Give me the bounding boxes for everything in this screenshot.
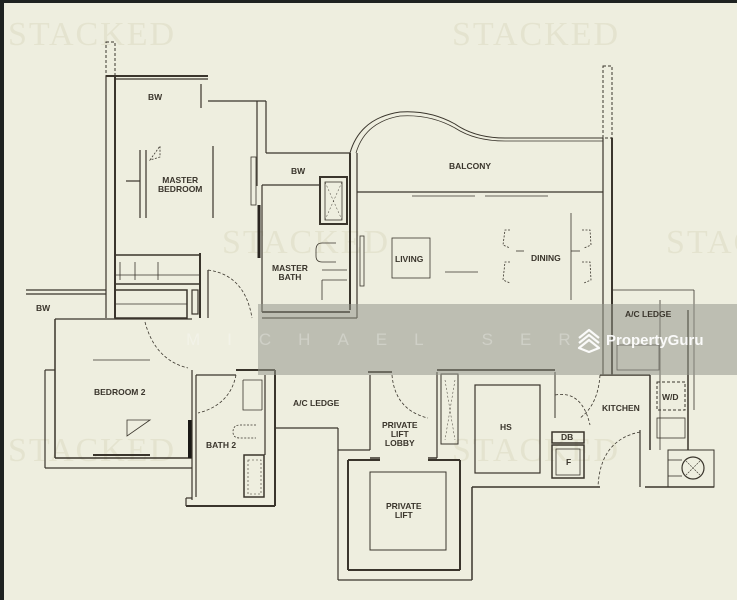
room-label-bw: BW [36,303,51,313]
room-label-bw: BW [148,92,163,102]
room-label-dining: DINING [531,253,561,263]
room-label-wd: W/D [662,392,679,402]
propertyguru-wordmark: PropertyGuru [606,331,704,349]
room-label-bedroom-2: BEDROOM 2 [94,387,146,397]
propertyguru-watermark: PropertyGuru [576,327,704,353]
room-label-bath-2: BATH 2 [206,440,237,450]
room-label-ac-ledge: A/C LEDGE [625,309,672,319]
room-label-private-lift: PRIVATE LIFT [386,501,422,520]
room-label-balcony: BALCONY [449,161,492,171]
room-label-kitchen: KITCHEN [602,403,640,413]
room-label-fridge: F [566,457,572,467]
room-label-ac-ledge: A/C LEDGE [293,398,340,408]
room-label-living: LIVING [395,254,424,264]
room-label-db: DB [561,432,574,442]
photographer-watermark: MICHAEL SER [186,330,598,349]
watermark-band [258,304,737,375]
room-label-bw: BW [291,166,306,176]
room-label-master-bath: MASTER BATH [272,263,308,282]
room-label-hs: HS [500,422,512,432]
room-label-master-bedroom: MASTER BEDROOM [158,175,203,194]
propertyguru-logo-icon [577,328,601,353]
room-label-private-lift-lobby: PRIVATE LIFT LOBBY [382,420,418,448]
